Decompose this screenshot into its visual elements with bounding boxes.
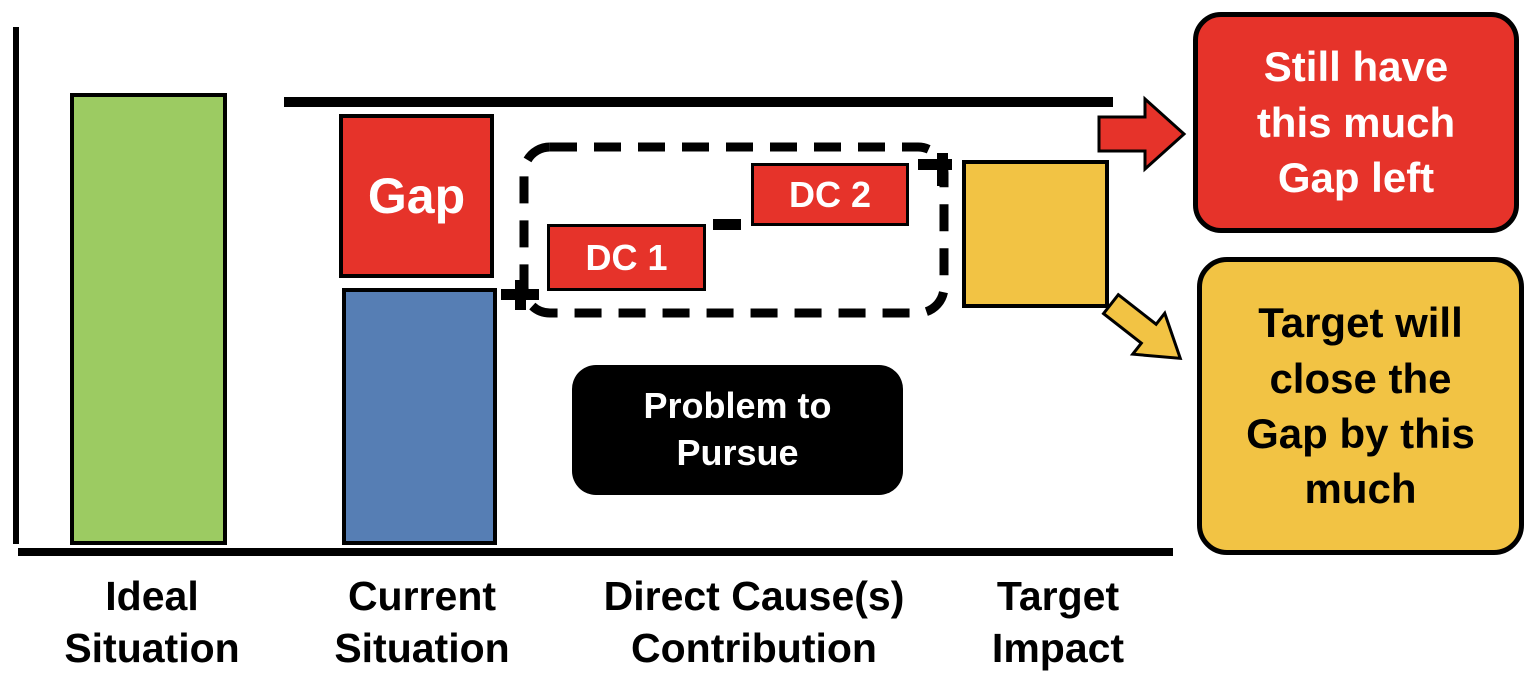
ideal-situation-bar [70,93,227,545]
dc1-dc2-connector-dash [713,219,741,230]
gap-label: Gap [367,168,466,224]
problem-to-pursue-box: Problem to Pursue [572,365,903,495]
current-situation-label: Current Situation [334,573,510,672]
target-close-gap-callout: Target will close the Gap by this much [1197,257,1524,555]
direct-causes-dashed-frame [519,142,949,318]
direct-cause-1-box: DC 1 [547,224,706,291]
target-close-arrow-icon [1101,292,1183,361]
still-have-gap-callout: Still have this much Gap left [1193,12,1519,233]
target-impact-box [962,160,1109,308]
direct-causes-label: Direct Cause(s) Contribution [603,573,905,672]
causes-to-target-plus-icon [918,153,952,186]
gap-to-causes-plus-icon [501,280,539,310]
direct-cause-2-box: DC 2 [751,163,909,226]
ideal-level-reference-line [284,97,1113,107]
x-axis-line [18,548,1173,556]
target-impact-label: Target Impact [991,573,1125,672]
dashed-border [519,142,949,318]
ideal-situation-label: Ideal Situation [64,573,240,672]
gap-box: Gap [339,114,494,278]
gap-left-arrow-icon [1097,95,1187,173]
y-axis-line [13,27,19,544]
current-situation-bar [342,288,497,545]
